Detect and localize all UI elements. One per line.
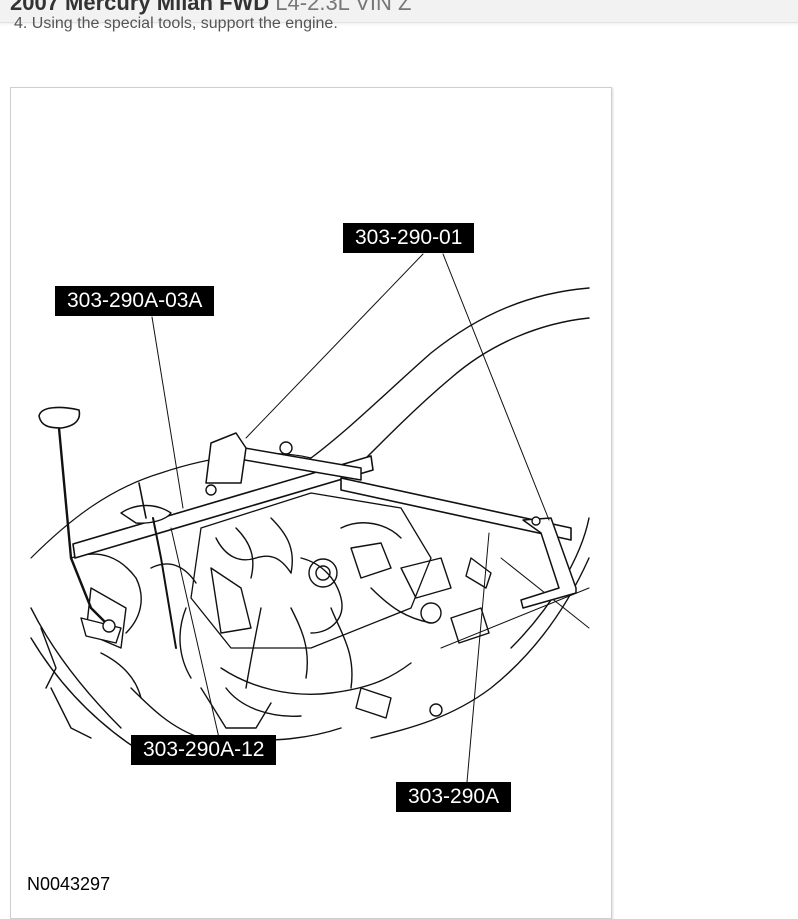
vehicle-name: 2007 Mercury Milan FWD bbox=[10, 0, 270, 15]
callout-303-290a: 303-290A bbox=[396, 782, 512, 812]
engine-support-illustration: 303-290-01 303-290A-03A 303-290A-12 303-… bbox=[10, 87, 612, 919]
document-title: 2007 Mercury Milan FWD L4-2.3L VIN Z bbox=[10, 0, 411, 16]
callout-303-290a-12: 303-290A-12 bbox=[131, 735, 277, 765]
line-drawing bbox=[30, 253, 590, 783]
figure-id: N0043297 bbox=[27, 874, 111, 894]
document-header: 2007 Mercury Milan FWD L4-2.3L VIN Z bbox=[0, 0, 798, 23]
step-instruction: 4. Using the special tools, support the … bbox=[14, 15, 338, 32]
callout-303-290-01: 303-290-01 bbox=[343, 223, 475, 253]
engine-spec: L4-2.3L VIN Z bbox=[269, 0, 412, 15]
callout-303-290a-03a: 303-290A-03A bbox=[55, 286, 215, 316]
